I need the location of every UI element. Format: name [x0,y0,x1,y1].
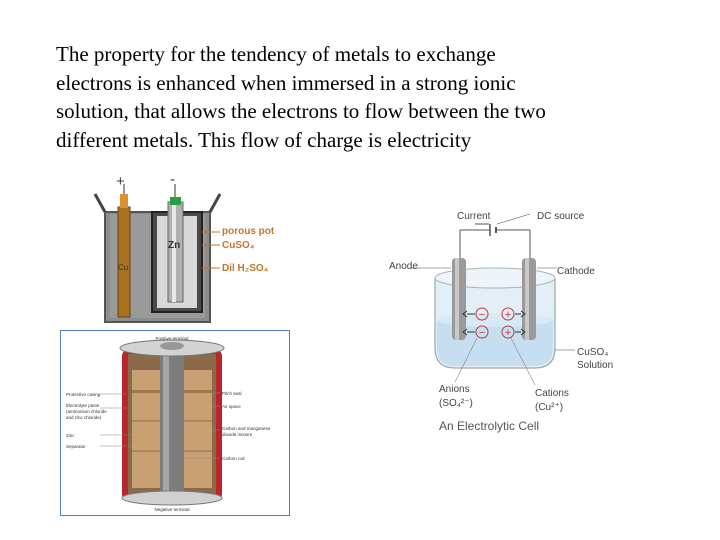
pitch-seal-label: Pitch seal [222,391,242,396]
dc-source-label: DC source [537,211,585,222]
positive-terminal-label: Positive terminal [155,336,188,341]
cation-plus-2: + [505,327,511,339]
copper-rod [117,206,131,318]
current-label: Current [457,211,491,222]
minus-sign: - [170,172,175,188]
dry-cell-diagram: Positive terminal Negative terminal Prot… [60,330,290,516]
anion-minus-1: − [479,309,485,321]
electrolyte-paste-label: Electrolyte paste [66,403,100,408]
cathode-label: Cathode [557,266,595,277]
zn-label: Zn [168,240,180,251]
carbon-rod-label: Carbon rod [222,456,245,461]
cation-plus-1: + [505,309,511,321]
anion-minus-2: − [479,327,485,339]
porous-pot-label: porous pot [222,226,275,237]
negative-terminal-label: Negative terminal [154,507,189,512]
electrolytic-cell-caption: An Electrolytic Cell [439,419,539,433]
paragraph-line-2: electrons is enhanced when immersed in a… [56,70,516,95]
paragraph-line-1: The property for the tendency of metals … [56,42,496,66]
zinc-label: Zinc [66,433,75,438]
separator-label: Separator [66,444,86,449]
cuso4-label: CuSO₄ [222,240,255,251]
protective-casing-label: Protective casing [66,392,101,397]
anions-formula: (SO₄²⁻) [439,398,473,409]
paragraph-line-3: solution, that allows the electrons to f… [56,99,546,123]
electrolyte-paste-label-3: and zinc chloride) [66,415,102,420]
solution-label-1: CuSO₄ [577,347,608,358]
copper-terminal [120,194,128,208]
electrolytic-cell-diagram: Current DC source Anode Cathode − − + + … [389,211,613,433]
electrolyte-paste-label-2: (ammonium chloride [66,409,107,414]
daniell-cell-diagram: + - Zn Cu porous pot CuSO₄ Dil H₂SO₄ [93,172,275,323]
carbon-mixture-label-2: dioxide mixture [222,432,253,437]
cu-label: Cu [118,263,128,272]
cations-formula: (Cu²⁺) [535,402,563,413]
slide-paragraph: The property for the tendency of metals … [56,40,656,154]
acid-label: Dil H₂SO₄ [222,263,269,274]
anions-label: Anions [439,384,470,395]
solution-label-2: Solution [577,360,613,371]
paragraph-line-4: different metals. This flow of charge is… [56,127,472,152]
air-space-label: Air space [222,404,241,409]
cations-label: Cations [535,388,569,399]
plus-sign: + [116,173,125,190]
carbon-mixture-label: Carbon and manganese [222,426,271,431]
zinc-terminal [170,197,181,205]
anode-label: Anode [389,261,418,272]
